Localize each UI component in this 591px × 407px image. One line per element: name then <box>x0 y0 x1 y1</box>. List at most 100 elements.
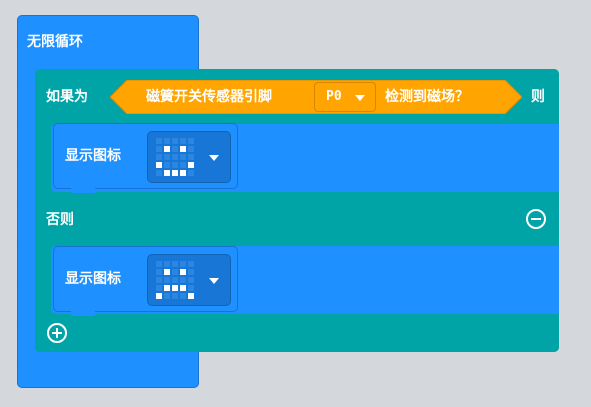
grid-marker <box>254 37 263 46</box>
show-icon-else-notch <box>71 311 95 316</box>
grid-marker <box>454 37 463 46</box>
show-icon-then-notch <box>71 188 95 193</box>
led-pixel <box>188 277 194 283</box>
if-label: 如果为 <box>46 89 88 105</box>
led-pixel <box>156 285 162 291</box>
led-pixel <box>156 138 162 144</box>
pin-dropdown[interactable]: P0 <box>314 82 376 112</box>
grid-marker <box>574 317 583 326</box>
led-pixel <box>180 269 186 275</box>
led-pixel <box>188 293 194 299</box>
grid-marker <box>414 357 423 366</box>
chevron-down-icon <box>355 95 365 101</box>
grid-marker <box>534 37 543 46</box>
then-label: 则 <box>531 89 545 105</box>
led-pixel <box>164 154 170 160</box>
led-pixel <box>172 293 178 299</box>
grid-marker <box>454 397 463 406</box>
pin-dropdown-value: P0 <box>326 89 342 104</box>
led-pixel <box>188 170 194 176</box>
grid-marker <box>254 357 263 366</box>
led-pixel <box>156 293 162 299</box>
grid-marker <box>534 357 543 366</box>
led-pixel <box>180 154 186 160</box>
chevron-down-icon <box>209 278 219 284</box>
led-pixel <box>164 269 170 275</box>
led-pixel <box>164 285 170 291</box>
condition-suffix-label: 检测到磁场？ <box>385 89 469 105</box>
grid-marker <box>334 357 343 366</box>
led-pixel <box>188 146 194 152</box>
grid-marker <box>574 277 583 286</box>
plus-circle-icon[interactable] <box>47 323 67 343</box>
led-pixel <box>180 285 186 291</box>
grid-marker <box>334 37 343 46</box>
led-pixel <box>164 261 170 267</box>
grid-marker <box>374 397 383 406</box>
led-pixel <box>156 277 162 283</box>
icon-picker-else[interactable] <box>147 254 231 306</box>
led-pixel <box>188 269 194 275</box>
else-row[interactable] <box>35 192 559 246</box>
grid-marker <box>334 397 343 406</box>
led-pixel <box>172 138 178 144</box>
grid-marker <box>494 357 503 366</box>
icon-picker-then[interactable] <box>147 131 231 183</box>
led-pixel <box>188 138 194 144</box>
grid-marker <box>574 397 583 406</box>
led-pixel <box>164 138 170 144</box>
happy-face-icon <box>156 138 194 176</box>
if-footer-row[interactable] <box>35 314 559 352</box>
forever-notch <box>55 62 79 67</box>
condition-prefix-label: 磁簧开关传感器引脚 <box>146 89 272 105</box>
grid-marker <box>574 157 583 166</box>
grid-marker <box>414 37 423 46</box>
grid-marker <box>574 77 583 86</box>
grid-marker <box>54 397 63 406</box>
grid-marker <box>574 37 583 46</box>
grid-marker <box>534 397 543 406</box>
grid-marker <box>174 397 183 406</box>
grid-marker <box>214 357 223 366</box>
grid-marker <box>214 397 223 406</box>
led-pixel <box>180 261 186 267</box>
grid-marker <box>214 37 223 46</box>
grid-marker <box>574 237 583 246</box>
forever-label: 无限循环 <box>27 34 83 50</box>
grid-marker <box>454 357 463 366</box>
led-pixel <box>156 146 162 152</box>
led-pixel <box>164 293 170 299</box>
grid-marker <box>374 37 383 46</box>
show-icon-else-label: 显示图标 <box>65 271 121 287</box>
led-pixel <box>172 146 178 152</box>
grid-marker <box>494 37 503 46</box>
led-pixel <box>180 277 186 283</box>
show-icon-then-label: 显示图标 <box>65 148 121 164</box>
minus-circle-icon[interactable] <box>526 209 546 229</box>
grid-marker <box>494 397 503 406</box>
led-pixel <box>172 269 178 275</box>
led-pixel <box>172 285 178 291</box>
led-pixel <box>188 261 194 267</box>
grid-marker <box>374 357 383 366</box>
grid-marker <box>294 37 303 46</box>
sad-face-icon <box>156 261 194 299</box>
grid-marker <box>574 357 583 366</box>
led-pixel <box>180 162 186 168</box>
grid-marker <box>574 117 583 126</box>
else-label: 否则 <box>46 212 74 228</box>
led-pixel <box>164 162 170 168</box>
grid-marker <box>134 397 143 406</box>
led-pixel <box>180 170 186 176</box>
led-pixel <box>156 154 162 160</box>
grid-marker <box>94 397 103 406</box>
led-pixel <box>156 261 162 267</box>
led-pixel <box>172 277 178 283</box>
grid-marker <box>294 357 303 366</box>
led-pixel <box>172 261 178 267</box>
if-left-rail <box>35 69 51 352</box>
led-pixel <box>180 138 186 144</box>
led-pixel <box>156 162 162 168</box>
led-pixel <box>172 154 178 160</box>
